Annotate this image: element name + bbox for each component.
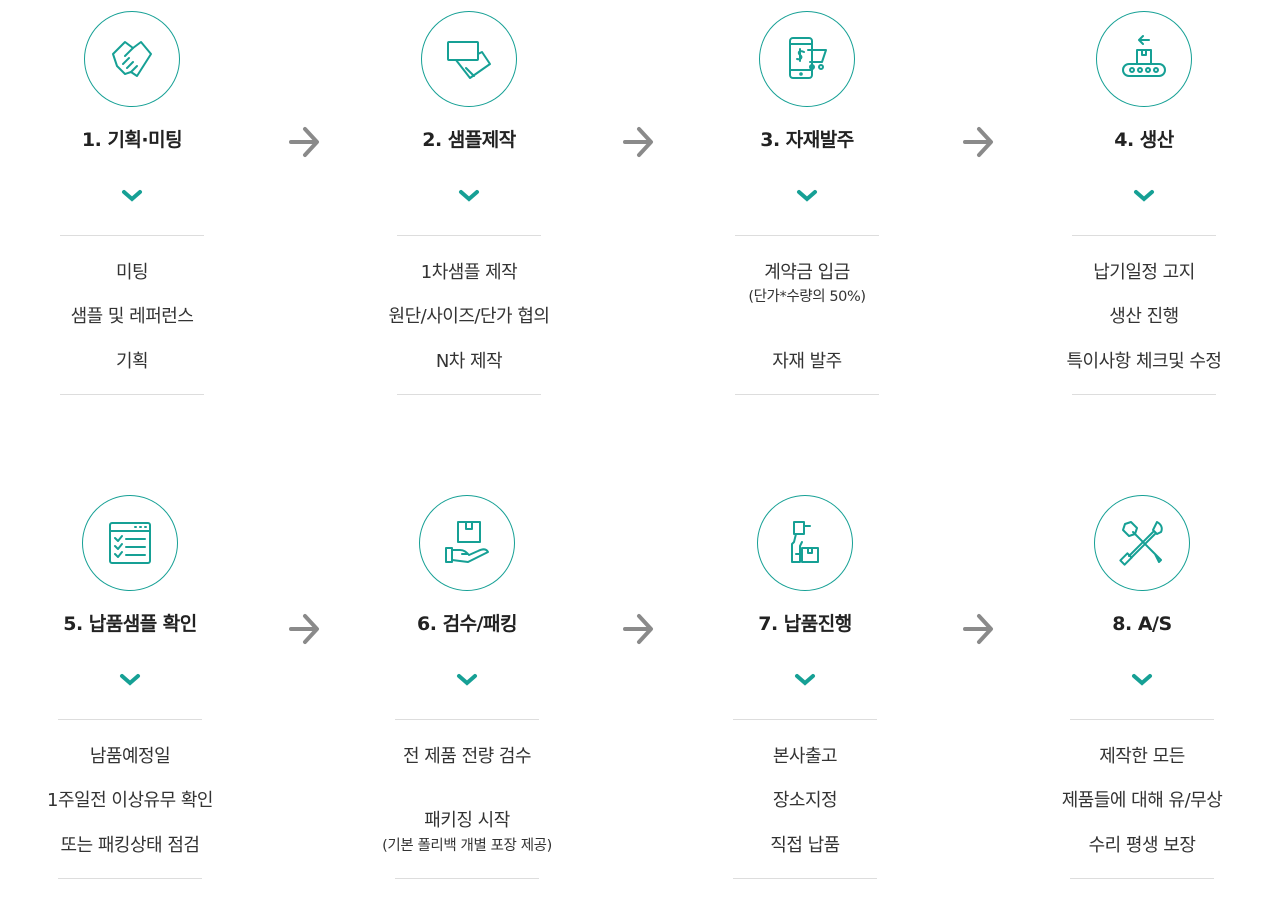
detail-subline: (단가*수량의 50%)	[748, 289, 866, 305]
arrow-right-icon	[963, 127, 993, 157]
chevron-down-icon	[1132, 674, 1152, 686]
detail-line: 생산 진행	[1109, 306, 1179, 327]
step-details: 계약금 입금 (단가*수량의 50%) 자재 발주	[735, 235, 879, 395]
step-icon-circle	[759, 11, 855, 107]
process-step-8: 8. A/S 제작한 모든 제품들에 대해 유/무상 수리 평생 보장	[1022, 495, 1262, 879]
chevron-down-icon	[457, 674, 477, 686]
step-title: 1. 기획·미팅	[81, 129, 183, 151]
arrow-right-icon	[623, 614, 653, 644]
detail-line: 1주일전 이상유무 확인	[47, 790, 213, 811]
process-step-4: 4. 생산 납기일정 고지 생산 진행 특이사항 체크및 수정	[1024, 11, 1264, 395]
process-step-6: 6. 검수/패킹 전 제품 전량 검수 패키징 시작 (기본 폴리백 개별 포장…	[347, 495, 587, 879]
step-details: 납기일정 고지 생산 진행 특이사항 체크및 수정	[1067, 235, 1222, 395]
detail-line: 전 제품 전량 검수	[402, 746, 532, 767]
step-title: 8. A/S	[1112, 613, 1172, 635]
step-details: 제작한 모든 제품들에 대해 유/무상 수리 평생 보장	[1062, 719, 1223, 879]
detail-line: 제작한 모든	[1099, 746, 1185, 767]
detail-line: 기획	[115, 351, 149, 372]
detail-line: 샘플 및 레퍼런스	[70, 306, 194, 327]
chevron-down-icon	[122, 190, 142, 202]
hand-box-icon	[445, 521, 489, 563]
step-details: 전 제품 전량 검수 패키징 시작 (기본 폴리백 개별 포장 제공)	[382, 719, 552, 879]
arrow-right-icon	[623, 127, 653, 157]
handshake-icon	[112, 41, 152, 77]
detail-line: 원단/사이즈/단가 협의	[388, 306, 550, 327]
mobile-order-icon	[789, 37, 827, 79]
process-step-5: 5. 납품샘플 확인 남품예정일 1주일전 이상유무 확인 또는 패킹상태 점검	[10, 495, 250, 879]
step-icon-circle	[419, 495, 515, 591]
detail-subline: (기본 폴리백 개별 포장 제공)	[382, 838, 552, 854]
step-title: 7. 납품진행	[758, 613, 852, 635]
process-step-2: 2. 샘플제작 1차샘플 제작 원단/사이즈/단가 협의 N차 제작	[349, 11, 589, 395]
arrow-right-icon	[289, 614, 319, 644]
step-title: 6. 검수/패킹	[417, 613, 517, 635]
step-icon-circle	[421, 11, 517, 107]
step-title: 4. 생산	[1114, 129, 1174, 151]
detail-line: 미팅	[115, 262, 149, 283]
detail-line: 1차샘플 제작	[420, 262, 518, 283]
step-icon-circle	[1096, 11, 1192, 107]
arrow-right-icon	[963, 614, 993, 644]
step-icon-circle	[82, 495, 178, 591]
chevron-down-icon	[1134, 190, 1154, 202]
step-details: 본사출고 장소지정 직접 납품	[733, 719, 877, 879]
step-title: 5. 납품샘플 확인	[63, 613, 197, 635]
step-icon-circle	[757, 495, 853, 591]
detail-line: 장소지정	[772, 790, 838, 811]
step-icon-circle	[1094, 495, 1190, 591]
detail-line: 납기일정 고지	[1093, 262, 1195, 283]
step-details: 남품예정일 1주일전 이상유무 확인 또는 패킹상태 점검	[47, 719, 213, 879]
step-icon-circle	[84, 11, 180, 107]
step-title: 2. 샘플제작	[422, 129, 516, 151]
conveyor-icon	[1122, 35, 1166, 77]
detail-line: 남품예정일	[89, 746, 171, 767]
tools-icon	[1119, 521, 1163, 566]
chevron-down-icon	[795, 674, 815, 686]
step-title: 3. 자재발주	[760, 129, 854, 151]
process-step-1: 1. 기획·미팅 미팅 샘플 및 레퍼런스 기획	[12, 11, 252, 395]
process-step-3: 3. 자재발주 계약금 입금 (단가*수량의 50%) 자재 발주	[687, 11, 927, 395]
step-details: 1차샘플 제작 원단/사이즈/단가 협의 N차 제작	[389, 235, 550, 395]
detail-line: 패키징 시작	[424, 810, 510, 831]
detail-line: 본사출고	[772, 746, 838, 767]
chevron-down-icon	[797, 190, 817, 202]
step-details: 미팅 샘플 및 레퍼런스 기획	[60, 235, 204, 395]
detail-line: N차 제작	[435, 351, 503, 372]
delivery-dolly-icon	[791, 521, 819, 563]
process-step-7: 7. 납품진행 본사출고 장소지정 직접 납품	[685, 495, 925, 879]
arrow-right-icon	[289, 127, 319, 157]
chevron-down-icon	[459, 190, 479, 202]
detail-line: 특이사항 체크및 수정	[1066, 351, 1222, 372]
detail-line: 제품들에 대해 유/무상	[1061, 790, 1223, 811]
checklist-icon	[109, 522, 151, 564]
detail-line: 직접 납품	[770, 835, 840, 856]
detail-line: 수리 평생 보장	[1088, 835, 1196, 856]
detail-line: 자재 발주	[772, 351, 842, 372]
sample-card-icon	[447, 41, 491, 79]
detail-line: 또는 패킹상태 점검	[60, 835, 200, 856]
chevron-down-icon	[120, 674, 140, 686]
detail-line: 계약금 입금	[764, 262, 850, 283]
